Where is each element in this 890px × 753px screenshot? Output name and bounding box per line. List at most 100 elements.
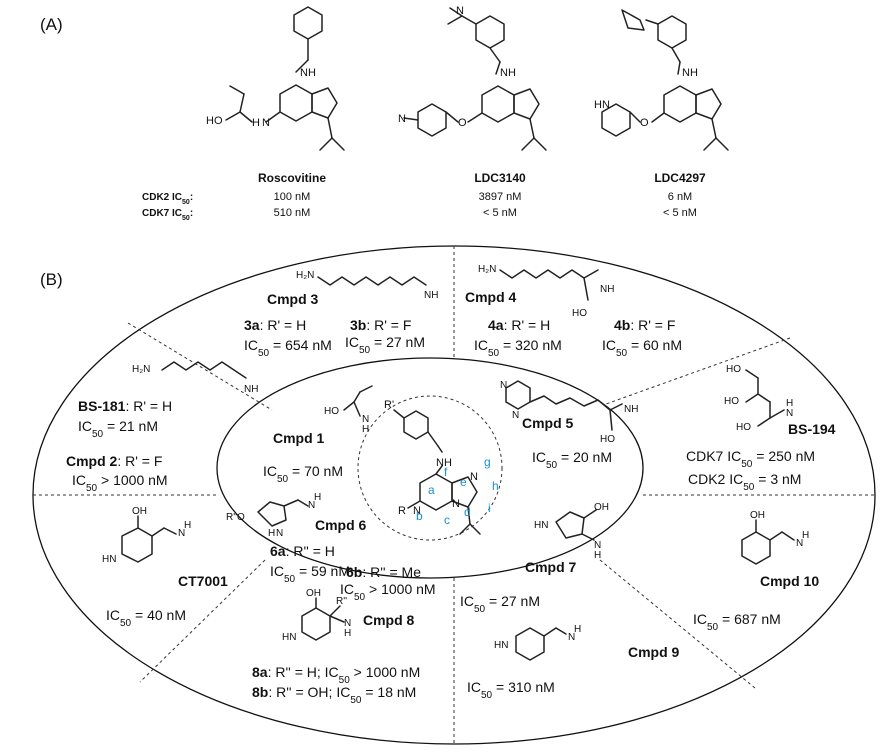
- core-letter-i: i: [488, 501, 491, 515]
- core-scaffold: [393, 409, 481, 535]
- ldc4297-nh: NH: [682, 67, 698, 79]
- bs194-ho1: HO: [726, 364, 741, 375]
- ldc3140-nh: NH: [500, 67, 516, 79]
- cmpd7-ic: IC50 = 27 nM: [460, 593, 540, 615]
- core-letter-d: d: [464, 505, 471, 519]
- cmpd6-structure: [257, 499, 309, 527]
- cmpd1-ic: IC50 = 70 nM: [263, 463, 343, 485]
- divider-lower-left: [139, 559, 266, 683]
- bs194-ho2: HO: [724, 396, 739, 407]
- cmpd8-oh: OH: [306, 588, 321, 599]
- panel-b-label: (B): [40, 270, 63, 289]
- core-nh: NH: [436, 457, 452, 469]
- bs194-title: BS-194: [788, 421, 836, 437]
- cmpd8-b-line: 8b: R'' = OH; IC50 = 18 nM: [252, 684, 416, 706]
- core-letter-c: c: [444, 513, 450, 527]
- ldc3140-cdk2: 3897 nM: [479, 191, 522, 203]
- roscovitine-cdk7: 510 nM: [274, 207, 311, 219]
- cmpd1-n: N: [362, 414, 369, 425]
- divider-upper-left: [127, 322, 273, 411]
- ct7001-hn: HN: [102, 554, 116, 565]
- ldc4297-cdk2: 6 nM: [668, 191, 692, 203]
- ldc4297-structure: [601, 9, 729, 151]
- core-n-bridge: N: [452, 498, 460, 510]
- cmpd6-n-ring: N: [276, 528, 283, 539]
- cmpd6-n-link: N: [308, 500, 315, 511]
- roscovitine-nh: NH: [300, 67, 316, 79]
- bs194-structure: [745, 369, 785, 427]
- cdk2-row-label: CDK2 IC50:: [142, 192, 193, 206]
- cmpd5-n2: N: [512, 410, 519, 421]
- cmpd4-a-line: 4a: R' = H: [488, 317, 550, 333]
- roscovitine-structure: [225, 6, 345, 151]
- roscovitine-cdk2: 100 nM: [274, 191, 311, 203]
- cmpd8-n: N: [344, 618, 351, 629]
- roscovitine-n1: N: [262, 117, 270, 129]
- cmpd10-title: Cmpd 10: [760, 573, 819, 589]
- bs194-cdk2: CDK2 IC50 = 3 nM: [688, 471, 801, 493]
- ldc4297-h: H: [594, 99, 602, 111]
- bs181-ic: IC50 = 21 nM: [78, 418, 158, 440]
- bs194-cdk7: CDK7 IC50 = 250 nM: [686, 448, 815, 470]
- ldc3140-nme2: N: [456, 5, 464, 17]
- core-letter-e: e: [460, 475, 467, 489]
- cmpd10-structure: [741, 519, 795, 565]
- cmpd2-ic: IC50 > 1000 nM: [72, 472, 168, 494]
- cmpd3-structure: [317, 276, 427, 286]
- cmpd4-b-line: 4b: R' = F: [614, 317, 675, 333]
- bs181-structure: [161, 361, 247, 379]
- ct7001-n: N: [178, 528, 185, 539]
- cmpd9-ic: IC50 = 310 nM: [467, 679, 555, 701]
- cmpd10-n: N: [796, 538, 803, 549]
- cmpd7-h: H: [594, 550, 601, 561]
- ldc3140-name: LDC3140: [474, 171, 526, 185]
- cmpd8-h: H: [344, 628, 351, 639]
- cmpd3-a-ic: IC50 = 654 nM: [244, 337, 332, 359]
- cmpd6-h-link: H: [314, 492, 321, 503]
- cmpd9-structure: [515, 627, 567, 661]
- core-letter-b: b: [416, 509, 423, 523]
- ct7001-h: H: [184, 520, 191, 531]
- bs194-ho3: HO: [736, 422, 751, 433]
- bs194-h: H: [786, 398, 793, 409]
- cmpd6-title: Cmpd 6: [315, 517, 367, 533]
- bs181-h2n: H₂N: [132, 364, 150, 375]
- cmpd9-n: N: [568, 632, 575, 643]
- core-circle: [357, 395, 503, 541]
- cmpd10-oh: OH: [750, 510, 765, 521]
- cmpd9-h: H: [574, 624, 581, 635]
- bs194-n: N: [786, 408, 793, 419]
- cmpd1-h: H: [362, 424, 369, 435]
- cmpd3-title: Cmpd 3: [267, 291, 319, 307]
- cmpd5-title: Cmpd 5: [522, 415, 574, 431]
- roscovitine-name: Roscovitine: [258, 171, 326, 185]
- cmpd10-h: H: [802, 530, 809, 541]
- cmpd4-title: Cmpd 4: [465, 289, 517, 305]
- core-letter-f: f: [444, 465, 448, 479]
- cmpd8-a-line: 8a: R'' = H; IC50 > 1000 nM: [252, 664, 420, 686]
- core-rprime: R': [384, 399, 394, 411]
- cmpd8-structure: [301, 597, 345, 641]
- cmpd3-nh: NH: [424, 290, 438, 301]
- ct7001-oh: OH: [132, 506, 147, 517]
- cmpd1-ho: HO: [324, 406, 339, 417]
- ldc4297-o: O: [640, 117, 649, 129]
- cmpd6-a-ic: IC50 = 59 nM: [270, 563, 350, 585]
- divider-upper-right: [605, 337, 791, 405]
- cmpd7-structure: [555, 509, 597, 541]
- panel-a-label: (A): [40, 15, 63, 34]
- bs181-nh: NH: [244, 384, 258, 395]
- cmpd4-h2n: H₂N: [478, 264, 496, 275]
- cmpd3-h2n: H₂N: [296, 270, 314, 281]
- cmpd9-title: Cmpd 9: [628, 644, 680, 660]
- cmpd8-hn: HN: [282, 632, 296, 643]
- ct7001-structure: [121, 515, 177, 563]
- core-letter-g: g: [484, 455, 491, 469]
- core-n-pyrazole: N: [470, 471, 478, 483]
- cmpd6-ro: R''O: [226, 512, 245, 523]
- cmpd6-h: H: [268, 528, 275, 539]
- cmpd8-rpp: R'': [336, 596, 347, 607]
- cmpd5-n1: N: [500, 380, 507, 391]
- cmpd7-title: Cmpd 7: [525, 559, 577, 575]
- cmpd4-nh: NH: [600, 284, 614, 295]
